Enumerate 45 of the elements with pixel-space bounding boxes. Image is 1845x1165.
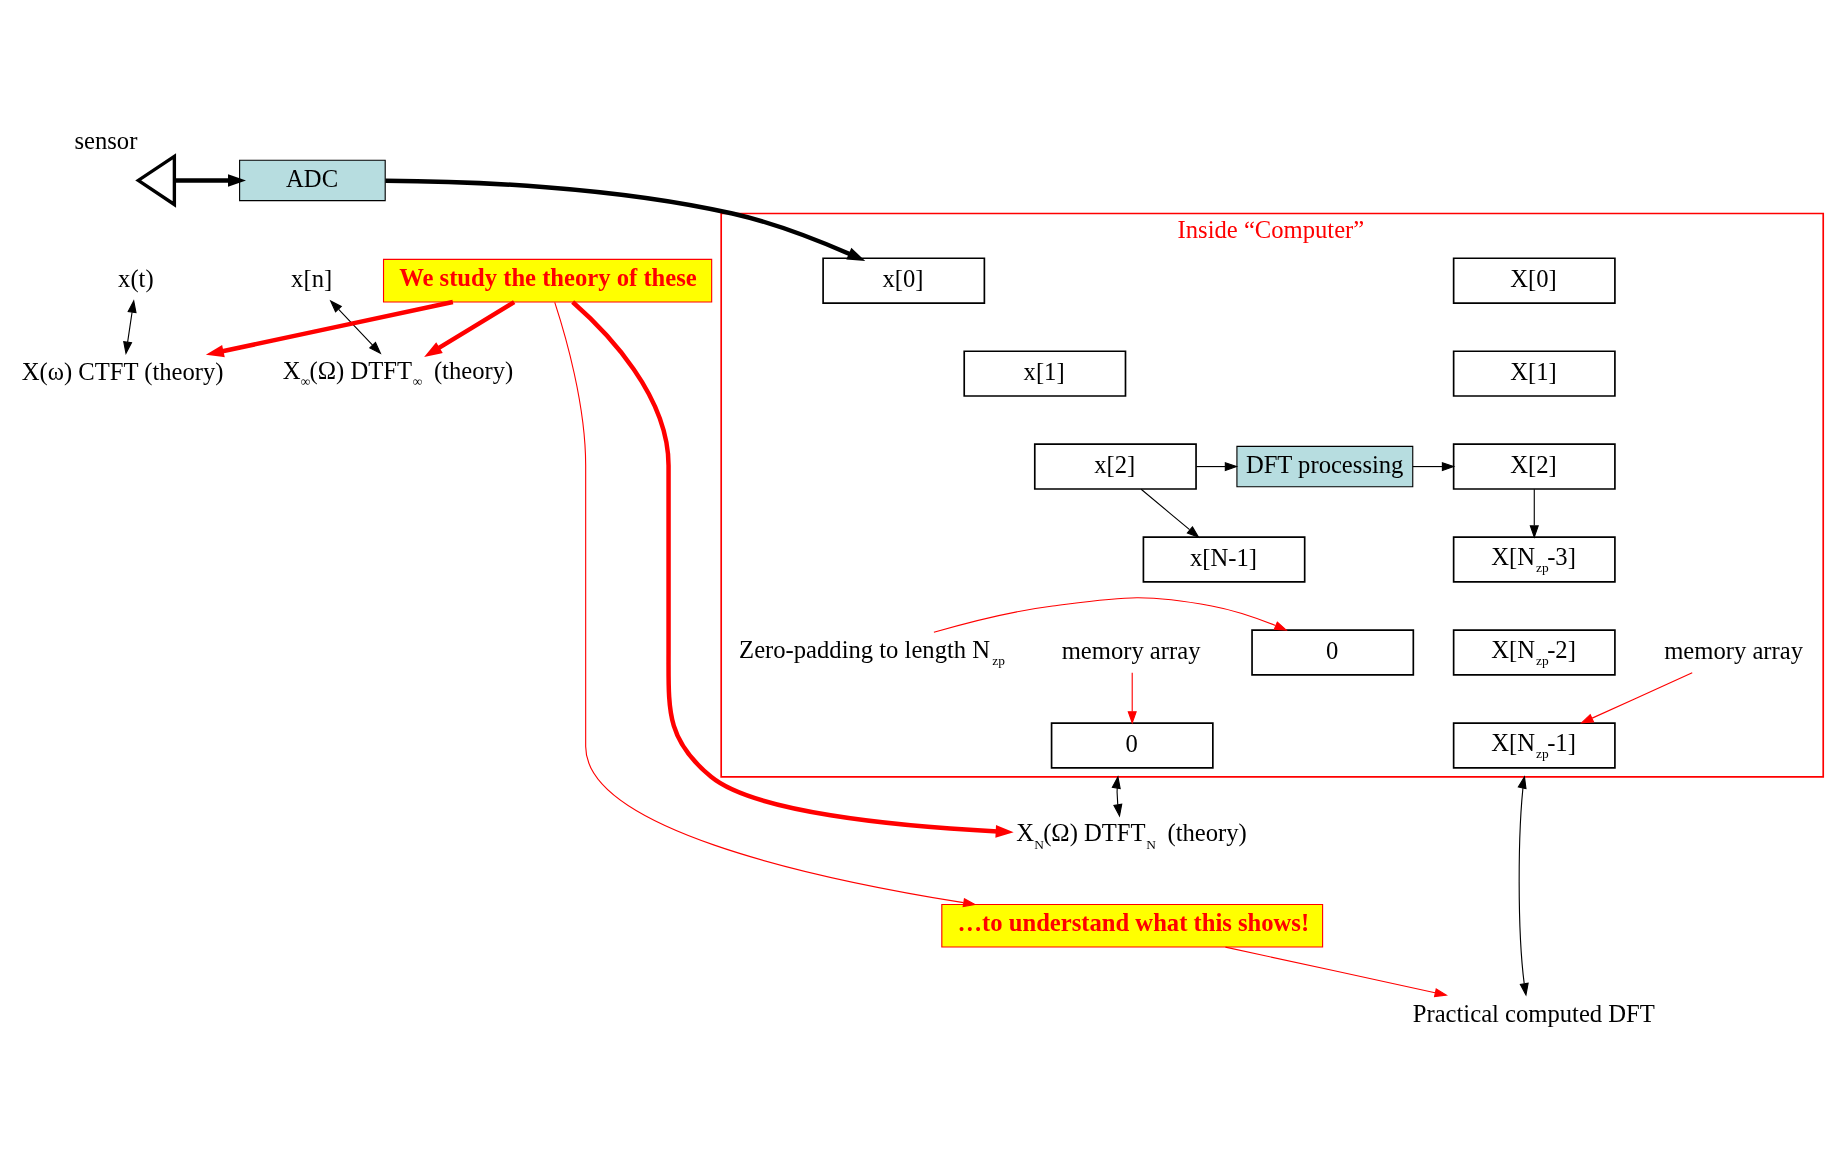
node-box: DFT processing	[1236, 445, 1414, 488]
arrow	[1140, 488, 1200, 539]
arrow	[329, 299, 382, 355]
arrow	[1529, 488, 1539, 539]
node-box: X[2]	[1452, 443, 1616, 490]
node-text: memory array	[1664, 636, 1803, 664]
arrow	[1224, 946, 1448, 998]
node-text: memory array	[1061, 636, 1201, 664]
arrow	[205, 299, 454, 358]
node-box: x[1]	[963, 350, 1127, 397]
arrow	[1580, 672, 1693, 724]
node-box: X[N$_{zp}$-3]	[1452, 536, 1616, 583]
node-text: Practical computed DFT	[1412, 999, 1655, 1027]
arrow	[123, 299, 137, 355]
node-label: sensor	[74, 127, 138, 155]
node-text: x(t)	[118, 264, 154, 292]
node-box: X[1]	[1452, 350, 1616, 397]
arrow	[554, 301, 977, 908]
node-text: X$_{N}$(Ω) DTFT$_{N}$ (theory)	[1016, 819, 1247, 852]
node-box: ADC	[239, 159, 386, 202]
arrow	[571, 300, 1014, 838]
node-text: X$_{∞}$(Ω) DTFT$_{∞}$ (theory)	[282, 356, 514, 390]
node-box: X[N$_{zp}$-2]	[1452, 629, 1616, 676]
node-box: x[2]	[1033, 443, 1197, 490]
node-text: Zero-padding to length N$_{zp}$	[739, 635, 1005, 669]
node-box: X[N$_{zp}$-1]	[1452, 722, 1616, 769]
node-box: …to understand what this shows!	[941, 903, 1324, 948]
arrow	[174, 174, 246, 187]
node-box: 0	[1050, 722, 1214, 769]
arrow	[385, 178, 866, 261]
node-triangle	[135, 153, 177, 208]
node-box: 0	[1251, 629, 1415, 676]
arrow	[424, 300, 516, 357]
node-box: x[N-1]	[1142, 536, 1306, 583]
node-text: x[n]	[291, 264, 333, 292]
node-box: x[0]	[822, 257, 986, 304]
arrow	[1127, 672, 1137, 725]
node-box: X[0]	[1452, 257, 1616, 304]
arrow	[1517, 775, 1529, 997]
arrow	[1412, 461, 1456, 472]
arrow	[933, 597, 1288, 633]
arrow	[1111, 775, 1123, 818]
node-box: We study the theory of these	[382, 258, 713, 303]
arrow	[1195, 461, 1239, 472]
node-text: X(ω) CTFT (theory)	[21, 357, 224, 385]
